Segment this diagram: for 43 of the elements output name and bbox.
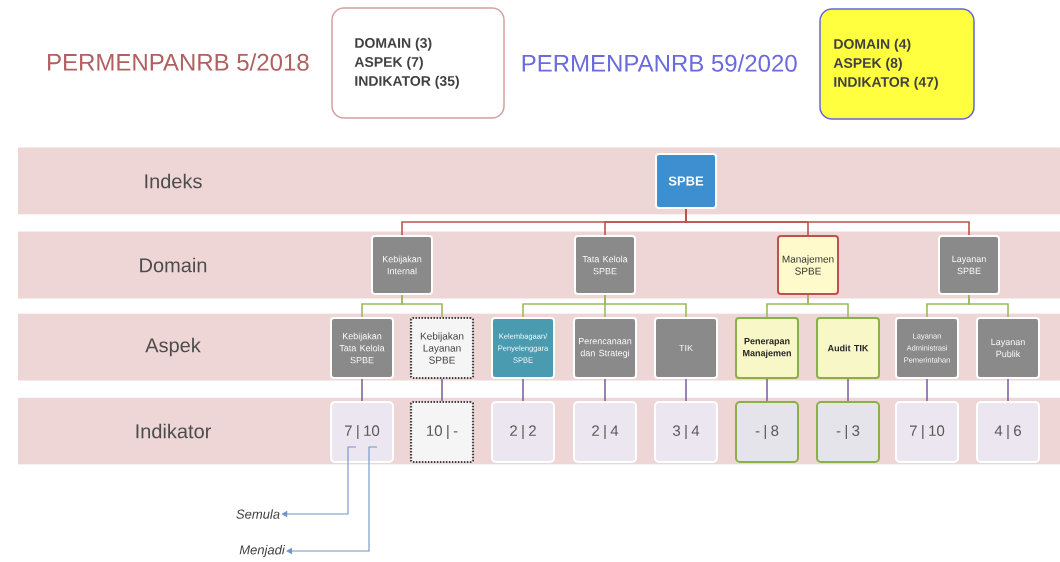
connector-line — [361, 378, 363, 402]
category-box: Penerapan Manajemen — [735, 317, 799, 379]
category-box: TIK — [654, 317, 718, 379]
indicator-box: 10 | - — [409, 400, 475, 464]
connector-line — [604, 378, 606, 402]
indicator-box: 4 | 6 — [976, 401, 1040, 463]
category-box: Perencanaan dan Strategi — [573, 317, 637, 379]
indicator-box: 2 | 2 — [491, 401, 555, 463]
connector-line — [522, 378, 524, 402]
indicator-box: 3 | 4 — [654, 401, 718, 463]
regulation-title: PERMENPANRB 5/2018 — [48, 53, 309, 71]
header-box: DOMAIN (3) ASPEK (7) INDIKATOR (35) — [331, 7, 505, 119]
category-box: Manajemen SPBE — [777, 235, 839, 295]
connector-line — [685, 378, 687, 402]
category-box: Layanan SPBE — [938, 235, 1000, 295]
header-box: DOMAIN (4) ASPEK (8) INDIKATOR (47) — [819, 8, 975, 120]
regulation-title: PERMENPANRB 59/2020 — [522, 54, 797, 72]
category-box: Layanan Publik — [976, 317, 1040, 379]
category-box: Tata Kelola SPBE — [574, 235, 636, 295]
connector-line — [926, 378, 928, 402]
connector-line — [968, 294, 1009, 318]
connector-line — [807, 294, 849, 318]
root-box: SPBE — [655, 153, 717, 209]
connector-line — [847, 378, 849, 402]
leader-line — [281, 446, 357, 518]
leader-line — [286, 446, 378, 555]
indicator-box: - | 8 — [735, 401, 799, 463]
category-box: Audit TIK — [816, 317, 880, 379]
leader-text: Semula — [236, 509, 280, 519]
indicator-box: 2 | 4 — [573, 401, 637, 463]
leader-text: Menjadi — [239, 544, 286, 558]
indicator-box: - | 3 — [816, 401, 880, 463]
category-box: Kebijakan Internal — [371, 235, 433, 295]
connector-line — [1007, 378, 1009, 402]
connector-line — [401, 294, 443, 318]
category-box: Kebijakan Layanan SPBE — [409, 316, 475, 380]
category-box: Kebijakan Tata Kelola SPBE — [330, 317, 394, 379]
connector-line — [604, 294, 687, 318]
connector-line — [441, 378, 443, 402]
connector-line — [685, 208, 970, 236]
indicator-box: 7 | 10 — [895, 401, 959, 463]
connector-line — [766, 378, 768, 402]
indicator-box: 7 | 10 — [330, 401, 394, 463]
